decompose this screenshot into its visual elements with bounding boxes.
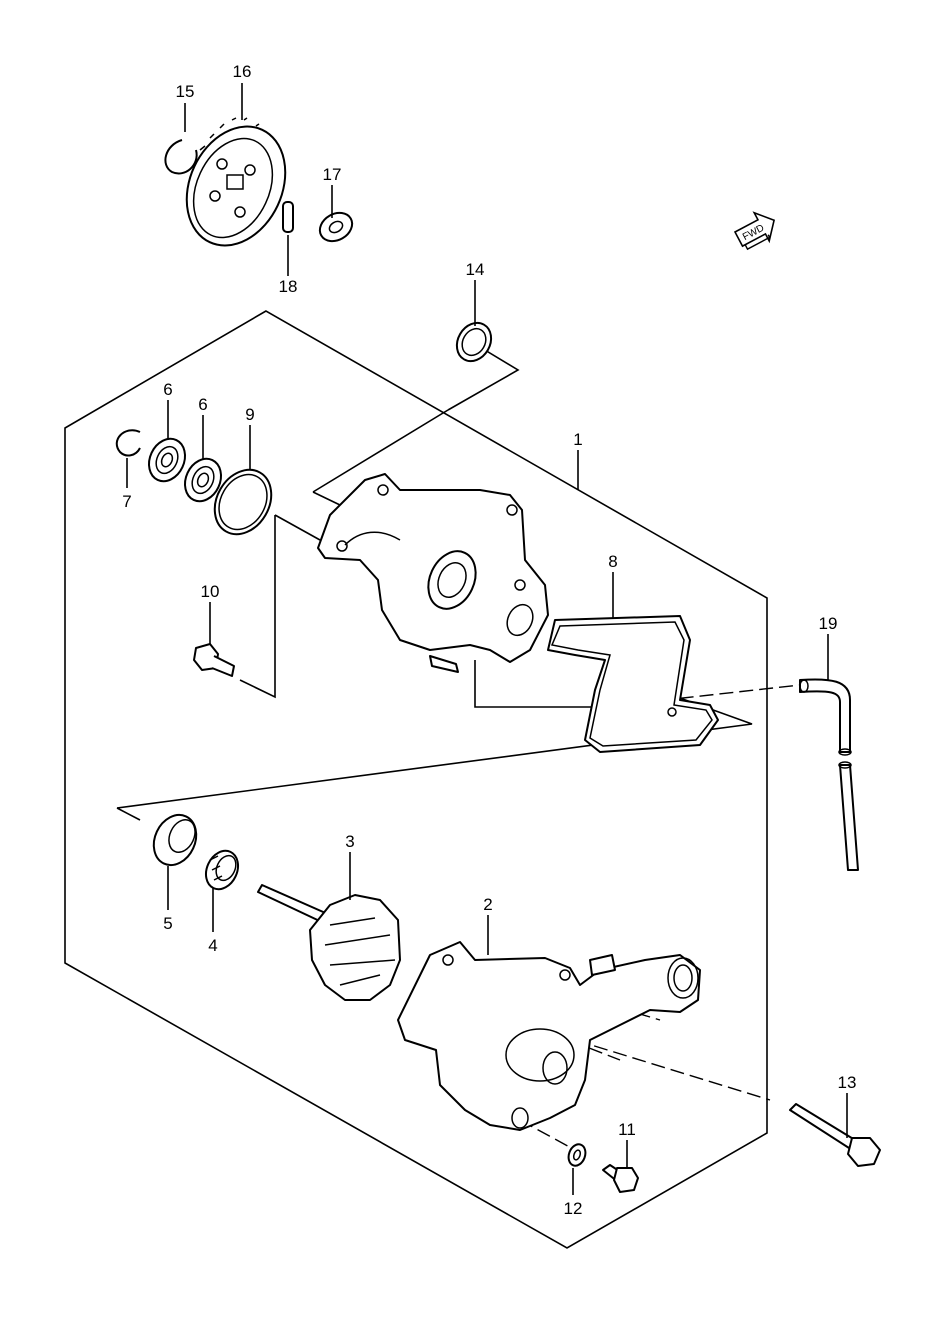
part-1-housing	[317, 473, 549, 673]
part-6-bearing-b	[184, 457, 222, 503]
fwd-badge: FWD	[733, 211, 776, 251]
label-2: 2	[483, 895, 492, 914]
part-9-o-ring	[213, 468, 273, 536]
label-5: 5	[163, 914, 172, 933]
part-13-bolt	[789, 1103, 881, 1167]
label-15: 15	[176, 82, 195, 101]
part-14-o-ring	[455, 321, 493, 363]
label-13: 13	[838, 1073, 857, 1092]
part-19-hose	[799, 678, 859, 871]
label-10: 10	[201, 582, 220, 601]
part-5-seal	[152, 813, 198, 867]
callout-labels: 15 16 17 18 14 6 6 9 7 1 10 8 19 3 2 5 4…	[122, 62, 856, 1218]
label-3: 3	[345, 832, 354, 851]
label-19: 19	[819, 614, 838, 633]
part-8-gasket	[547, 615, 719, 753]
part-18-pin	[282, 201, 294, 233]
label-7: 7	[122, 492, 131, 511]
label-17: 17	[323, 165, 342, 184]
part-2-pump-cover	[397, 941, 701, 1131]
label-8: 8	[608, 552, 617, 571]
part-12-washer	[567, 1143, 587, 1167]
label-16: 16	[233, 62, 252, 81]
part-17-washer	[318, 211, 354, 243]
label-1: 1	[573, 430, 582, 449]
part-10-bolt	[193, 643, 235, 677]
label-11: 11	[618, 1120, 636, 1139]
label-6b: 6	[198, 395, 207, 414]
label-4: 4	[208, 936, 217, 955]
label-12: 12	[564, 1199, 583, 1218]
part-16-gear	[185, 117, 287, 247]
part-6-bearing-a	[148, 437, 186, 483]
label-18: 18	[279, 277, 298, 296]
label-6a: 6	[163, 380, 172, 399]
part-4-mechanical-seal	[204, 849, 240, 891]
part-3-impeller	[257, 884, 401, 1001]
part-11-bolt	[602, 1164, 639, 1193]
part-15-snap-ring	[164, 139, 198, 175]
leader-lines	[126, 83, 848, 1195]
label-14: 14	[466, 260, 485, 279]
label-9: 9	[245, 405, 254, 424]
part-7-circlip	[115, 429, 141, 457]
